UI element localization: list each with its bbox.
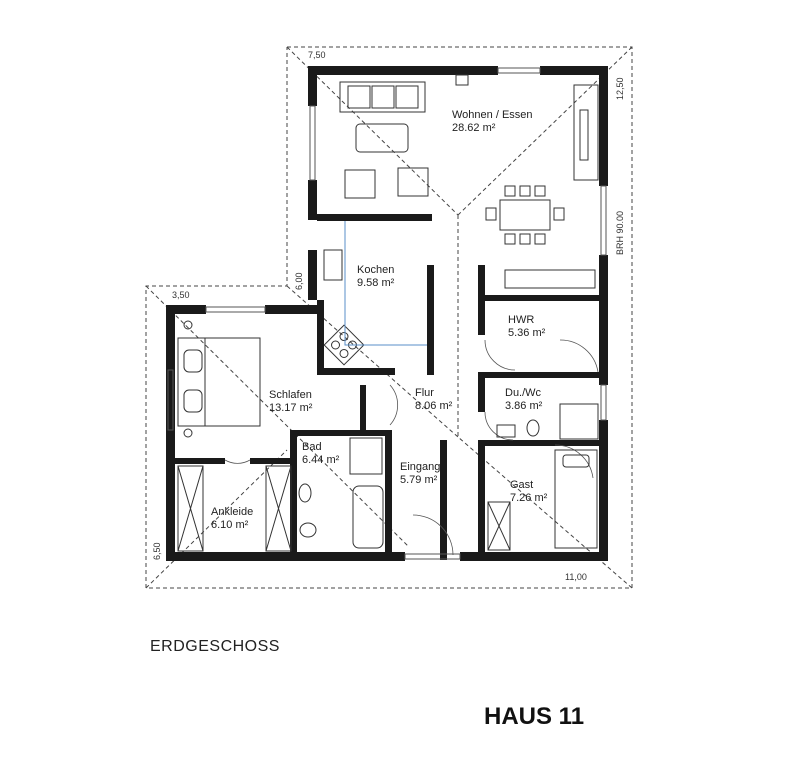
dim-bottom-right: 11,00 — [565, 572, 587, 582]
dim-top: 7,50 — [308, 50, 326, 60]
room-name-hwr: HWR — [508, 314, 534, 326]
room-area-bad: 6.44 m² — [302, 454, 340, 466]
sideboard — [504, 269, 596, 289]
coffee-table — [355, 123, 409, 153]
tv-cabinet — [573, 84, 599, 181]
sink — [298, 483, 312, 503]
room-name-bad: Bad — [302, 441, 322, 453]
room-area-duwc: 3.86 m² — [505, 400, 543, 412]
sofa — [339, 81, 426, 113]
shower — [349, 437, 383, 475]
floor-label: ERDGESCHOSS — [150, 638, 280, 655]
room-name-eingang: Eingang — [400, 461, 440, 473]
kitchen-counter — [344, 221, 427, 346]
kitchen-sink — [323, 249, 343, 281]
wardrobe — [487, 501, 511, 551]
room-area-gast: 7.26 m² — [510, 492, 548, 504]
room-name-schlafen: Schlafen — [269, 389, 312, 401]
room-area-schlafen: 13.17 m² — [269, 402, 313, 414]
room-area-hwr: 5.36 m² — [508, 327, 546, 339]
bathtub — [352, 485, 384, 549]
room-area-flur: 8.06 m² — [415, 400, 453, 412]
room-name-flur: Flur — [415, 387, 434, 399]
dim-brh: BRH 90.00 — [615, 211, 625, 255]
single-bed — [554, 449, 598, 549]
house-title: HAUS 11 — [484, 703, 585, 730]
doors — [224, 339, 599, 556]
floor-plan: Wohnen / Essen 28.62 m² Kochen 9.58 m² H… — [145, 46, 633, 589]
dim-left-mid: 6,00 — [294, 272, 304, 290]
room-name-gast: Gast — [510, 479, 533, 491]
double-bed — [177, 337, 261, 427]
armchair — [397, 167, 429, 197]
dimension-labels: 7,50 3,50 11,00 12,50 BRH 90.00 6,00 6,5… — [152, 49, 625, 582]
wardrobe — [265, 465, 292, 552]
armchair — [344, 169, 376, 199]
room-labels: Wohnen / Essen 28.62 m² Kochen 9.58 m² H… — [211, 109, 548, 531]
room-name-ankleide: Ankleide — [211, 506, 253, 518]
walls — [166, 66, 608, 561]
furniture — [177, 74, 599, 552]
room-name-kochen: Kochen — [357, 264, 394, 276]
wardrobe — [177, 465, 204, 552]
roof-outline — [145, 46, 633, 589]
windows — [167, 67, 607, 560]
room-name-wohnen: Wohnen / Essen — [452, 109, 533, 121]
stove — [323, 324, 365, 366]
toilet — [526, 419, 540, 437]
dim-left-bottom: 6,50 — [152, 542, 162, 560]
room-area-ankleide: 6.10 m² — [211, 519, 249, 531]
dim-right-upper: 12,50 — [615, 77, 625, 100]
room-area-wohnen: 28.62 m² — [452, 122, 496, 134]
dining-table — [499, 199, 551, 231]
dim-left-top: 3,50 — [172, 290, 190, 300]
sink — [496, 424, 516, 438]
room-area-kochen: 9.58 m² — [357, 277, 395, 289]
room-area-eingang: 5.79 m² — [400, 474, 438, 486]
toilet — [299, 522, 317, 538]
shower — [559, 403, 599, 440]
room-name-duwc: Du./Wc — [505, 387, 542, 399]
fireplace — [455, 74, 469, 86]
